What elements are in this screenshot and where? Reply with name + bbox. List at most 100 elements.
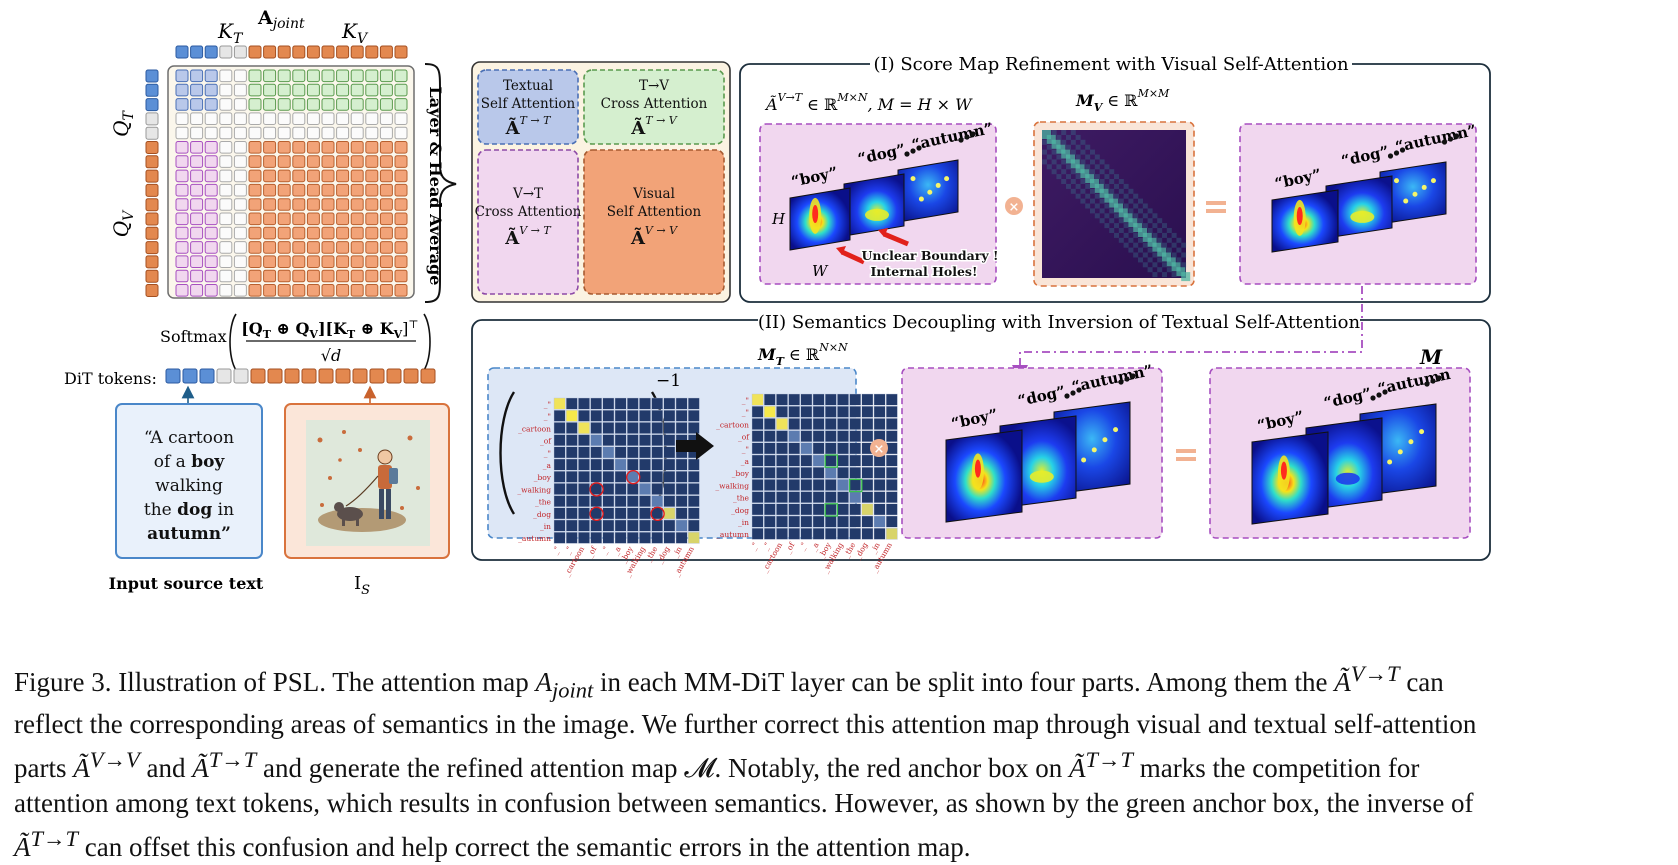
matrix-cell (394, 155, 408, 168)
mt-cell (675, 507, 688, 520)
mv-off-diag (1162, 223, 1167, 229)
matrix-cell (219, 198, 233, 211)
mt-cell (663, 483, 676, 495)
panel2-title: (II) Semantics Decoupling with Inversion… (758, 312, 1361, 333)
matrix-cell (248, 241, 262, 254)
mv-off-diag (1075, 183, 1081, 189)
matrix-cell (175, 284, 189, 297)
matrix-cell (292, 255, 306, 268)
matrix-cell (365, 241, 379, 254)
matrix-cell (263, 269, 277, 283)
mt-cell (627, 458, 639, 471)
mt-cell (627, 507, 639, 520)
mt-cell (825, 418, 837, 430)
matrix-cell (350, 141, 364, 154)
mv-diag-cell (1138, 228, 1147, 237)
heat-blob (927, 189, 933, 195)
mt-cell (602, 422, 615, 434)
matrix-cell (292, 198, 306, 211)
matrix-cell (350, 126, 364, 140)
mt-cell (886, 479, 898, 491)
matrix-cell (292, 241, 306, 254)
mt-cell (764, 528, 776, 540)
heat-blob (1280, 461, 1287, 480)
mv-off-diag (1066, 174, 1071, 180)
quad-tt-title-2: Self Attention (481, 96, 576, 112)
matrix-cell (365, 284, 379, 297)
mt-cell (566, 397, 578, 410)
mt-cell (578, 507, 590, 520)
dit-token (335, 368, 351, 384)
mv-off-diag (1128, 208, 1134, 214)
mt-cell (651, 495, 663, 508)
mt-cell (639, 471, 651, 483)
dit-token (165, 368, 181, 384)
matrix-cell (277, 284, 291, 297)
mv-off-diag (1138, 257, 1143, 263)
matrix-cell (365, 183, 379, 197)
key-token (204, 45, 218, 59)
mt-cell (663, 471, 676, 483)
matrix-cell (219, 169, 233, 183)
mt-cell (764, 454, 776, 467)
mt-row-token: _boy (732, 469, 750, 478)
mt-cell (800, 528, 813, 540)
mt-cell (751, 393, 764, 406)
heat-blob (1387, 459, 1393, 465)
matrix-cell (175, 83, 189, 97)
matrix-cell (336, 98, 350, 111)
mt-cell (788, 454, 800, 467)
mt-cell (800, 454, 813, 467)
mt-row-token: _walking (715, 481, 749, 490)
mt-cell (825, 467, 837, 479)
mt-col-token: _of (585, 544, 599, 559)
mt-cell (675, 495, 688, 508)
softmax-word: Softmax (160, 327, 227, 346)
dit-token (352, 368, 368, 384)
matrix-cell (219, 284, 233, 297)
ellipsis-dot (916, 145, 922, 151)
matrix-cell (190, 69, 204, 83)
matrix-cell (219, 141, 233, 154)
mv-off-diag (1075, 193, 1081, 199)
mv-off-diag (1056, 164, 1062, 170)
matrix-cell (336, 284, 350, 297)
matrix-cell (306, 212, 320, 226)
mv-off-diag (1171, 232, 1177, 238)
mt-row-token: _cartoon (716, 420, 749, 429)
query-token (145, 183, 159, 197)
mt-cell (614, 446, 627, 459)
note-unclear-boundary: Unclear Boundary ! (862, 248, 999, 263)
mv-off-diag (1162, 242, 1167, 248)
matrix-cell (365, 212, 379, 226)
mt-cell (861, 479, 874, 491)
matrix-cell (292, 226, 306, 240)
mv-off-diag (1042, 159, 1047, 165)
matrix-cell (365, 112, 379, 126)
mt-cell (675, 458, 688, 471)
matrix-cell (190, 183, 204, 197)
matrix-cell (306, 284, 320, 297)
matrix-cell (204, 269, 218, 283)
matrix-cell (219, 183, 233, 197)
mt-col-token: _" (550, 545, 561, 556)
matrix-cell (350, 98, 364, 111)
matrix-cell (379, 212, 393, 226)
panel-score-map-refinement: (I) Score Map Refinement with Visual Sel… (739, 52, 1491, 303)
mv-off-diag (1171, 252, 1177, 258)
input-line-5: autumn” (147, 524, 231, 544)
mv-diag-cell (1056, 144, 1066, 154)
mt-row-token: _" (742, 396, 749, 405)
mt-cell (688, 519, 700, 532)
mv-off-diag (1094, 213, 1100, 219)
matrix-cell (306, 183, 320, 197)
mv-off-diag (1176, 257, 1182, 263)
matrix-cell (336, 198, 350, 211)
matrix-cell (248, 69, 262, 83)
matrix-cell (379, 69, 393, 83)
matrix-cell (204, 255, 218, 268)
heat-blob (1412, 191, 1418, 197)
key-token (350, 45, 364, 59)
matrix-cell (277, 69, 291, 83)
mt-cell (553, 458, 566, 471)
